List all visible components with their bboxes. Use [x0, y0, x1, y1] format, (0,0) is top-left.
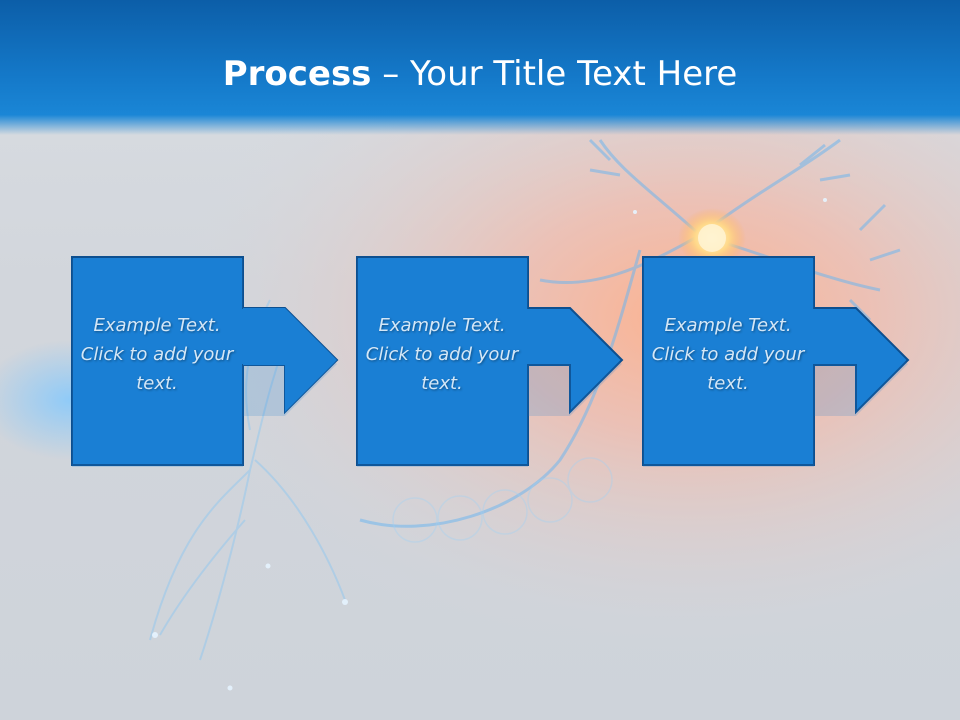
- process-step-1[interactable]: Example Text. Click to add your text.: [71, 256, 339, 466]
- step-arrow-shape: [642, 256, 910, 466]
- title-rest: – Your Title Text Here: [371, 54, 738, 94]
- process-step-3[interactable]: Example Text. Click to add your text.: [642, 256, 910, 466]
- title-bar: [0, 0, 960, 135]
- step-3-reflection: [642, 259, 910, 468]
- step-2-text[interactable]: Example Text. Click to add your text.: [356, 311, 528, 398]
- step-1-text[interactable]: Example Text. Click to add your text.: [71, 311, 243, 398]
- slide-title[interactable]: Process – Your Title Text Here: [0, 52, 960, 96]
- step-2-reflection: [356, 259, 624, 468]
- step-arrow-shape: [71, 256, 339, 466]
- process-step-2[interactable]: Example Text. Click to add your text.: [356, 256, 624, 466]
- title-bold: Process: [222, 54, 372, 94]
- step-3-text[interactable]: Example Text. Click to add your text.: [642, 311, 814, 398]
- step-1-reflection: [71, 259, 339, 468]
- step-arrow-shape: [356, 256, 624, 466]
